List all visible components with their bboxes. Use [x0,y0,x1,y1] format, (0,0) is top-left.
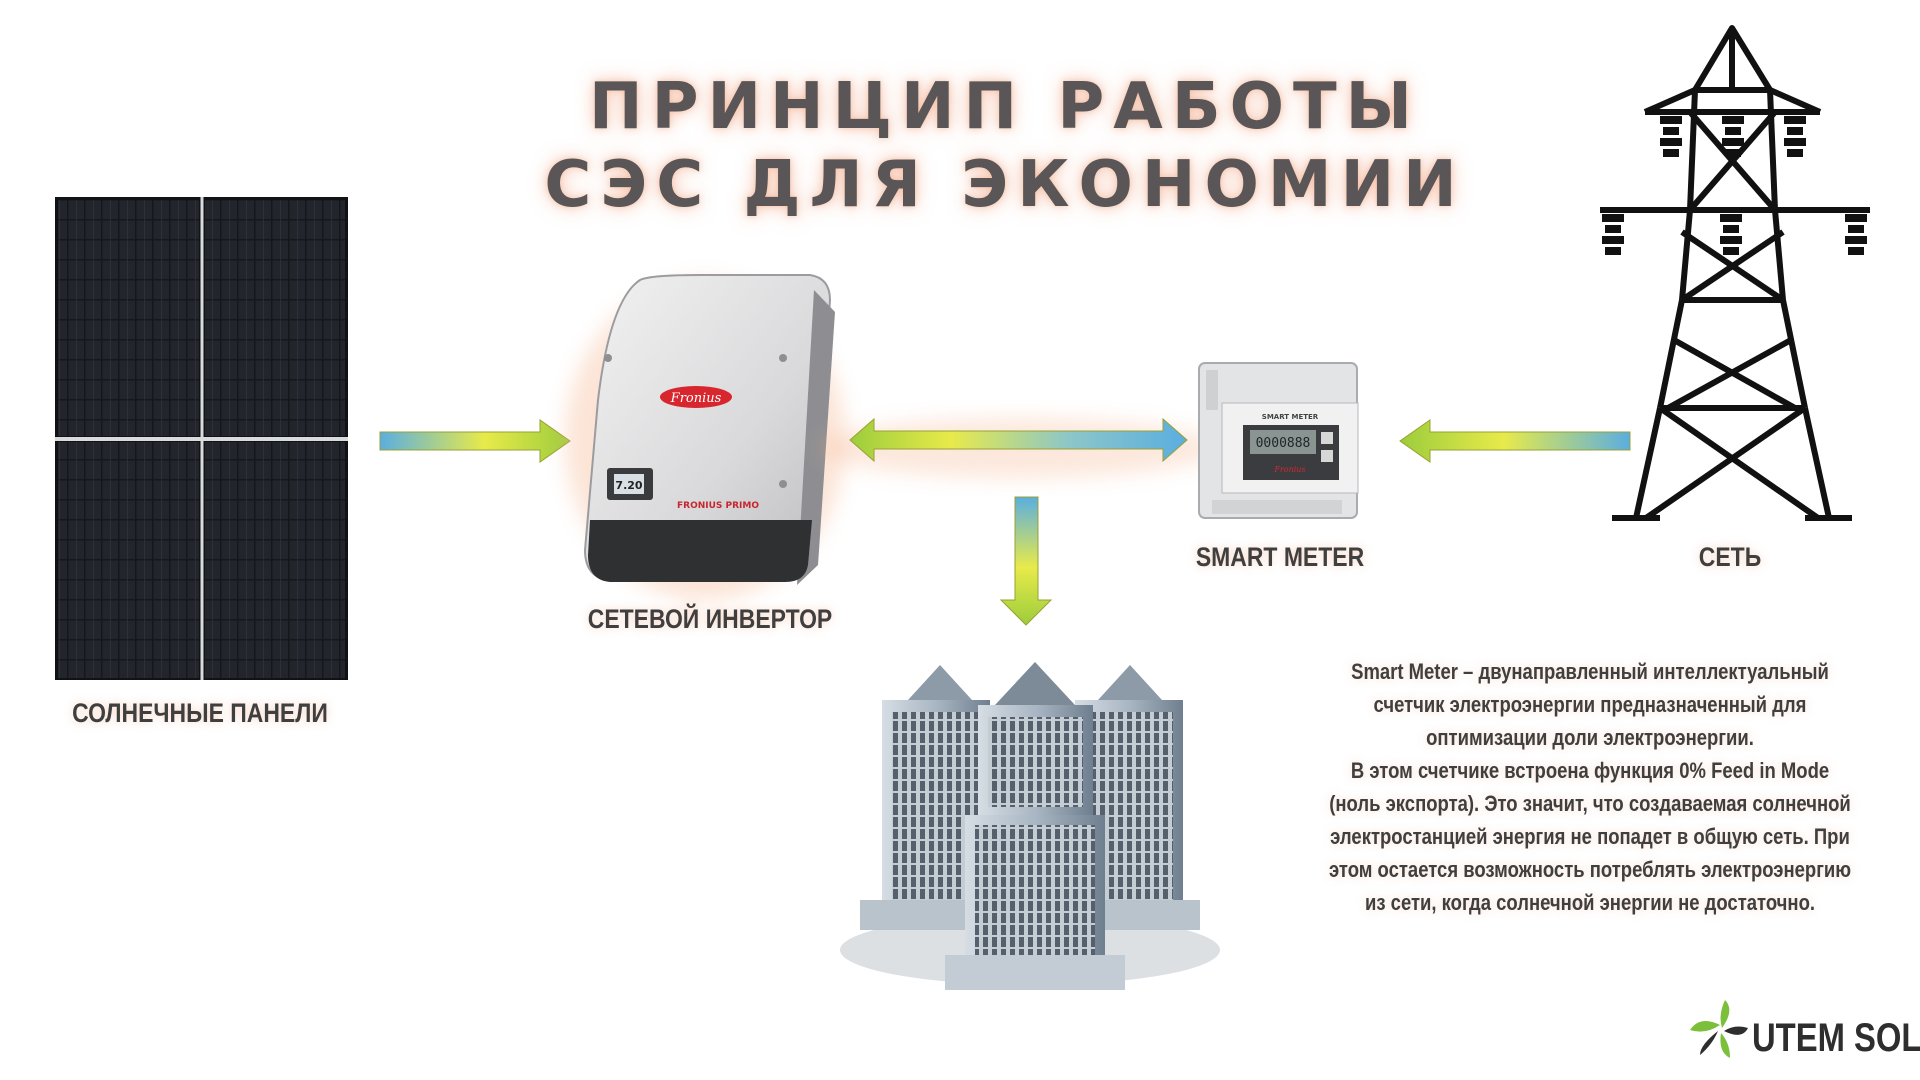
description-line: оптимизации доли электроэнергии. [1426,725,1754,750]
page-title-line-2: СЭС ДЛЯ ЭКОНОМИИ [544,148,1466,222]
arrow-grid-to-meter [1399,419,1631,463]
tower-insulators [1602,116,1867,255]
page-title-line-1: ПРИНЦИП РАБОТЫ [589,70,1421,144]
buildings-icon [840,662,1220,990]
description-line: из сети, когда солнечной энергии не дост… [1364,890,1815,915]
transmission-tower-icon [1600,25,1870,521]
brand-name: UTEM SOLAR [1752,1016,1920,1060]
solar-panel-array [55,197,348,680]
arrow-inverter-meter-bidirectional [820,417,1220,478]
label-solar-panels: СОЛНЕЧНЫЕ ПАНЕЛИ [72,698,328,728]
meter-display: 0000888 [1256,436,1311,451]
meter-header-text: SMART METER [1262,413,1319,421]
inverter-logo: Fronius [670,391,722,406]
description-line: (ноль экспорта). Это значит, что создава… [1329,791,1851,816]
meter-logo: Fronius [1273,465,1305,474]
utem-solar-logo-icon [1690,1000,1748,1058]
label-inverter: СЕТЕВОЙ ИНВЕРТОР [587,604,833,634]
inverter-model-text: FRONIUS PRIMO [677,501,759,511]
description-line: В этом счетчике встроена функция 0% Feed… [1350,758,1830,783]
description-line: Smart Meter – двунаправленный интеллекту… [1351,659,1829,684]
description-line: электростанцией энергия не попадет в общ… [1330,824,1850,849]
smart-meter-description: Smart Meter – двунаправленный интеллекту… [1270,655,1910,919]
inverter-display: 7.20 [615,479,642,492]
inverter-device: Fronius 7.20 FRONIUS PRIMO [565,274,845,600]
smart-meter-device: SMART METER 0000888 Fronius [1198,362,1359,519]
label-grid: СЕТЬ [1698,542,1762,572]
description-line: этом остается возможность потреблять эле… [1328,857,1852,882]
label-smart-meter: SMART METER [1195,542,1365,572]
description-line: счетчик электроэнергии предназначенный д… [1373,692,1807,717]
arrow-panels-to-inverter [379,419,571,463]
arrow-down-to-buildings [999,496,1053,626]
